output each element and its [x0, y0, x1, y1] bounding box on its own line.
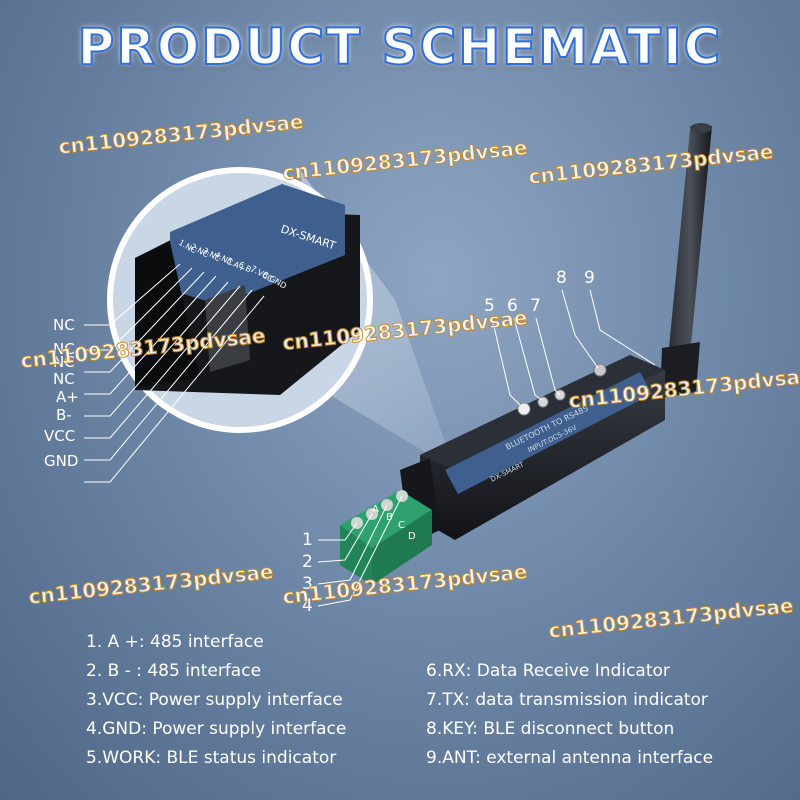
terminal-block	[340, 490, 432, 585]
legend-item-3: 3.VCC: Power supply interface	[86, 690, 343, 710]
pin-label-2: NC	[53, 340, 75, 358]
terminal-number-1: 1	[302, 530, 313, 550]
pin-label-8: GND	[44, 452, 79, 470]
zoom-circle: DX-SMART 1.NC 2.NC 3.NC 4.NC 5.A+ 6.B- 7…	[107, 167, 373, 433]
pin-label-3: NC	[53, 353, 75, 371]
legend-item-6: 6.RX: Data Receive Indicator	[426, 661, 670, 681]
terminal-letter-a: A	[372, 504, 379, 515]
pin-label-7: VCC	[44, 427, 76, 445]
pin-callout-lines	[84, 263, 265, 483]
terminal-number-2: 2	[302, 552, 313, 572]
legend-item-2: 2. B - : 485 interface	[86, 661, 262, 681]
terminal-letter-d: D	[408, 531, 416, 542]
terminal-letter-c: C	[398, 520, 405, 531]
pin-label-6: B-	[56, 406, 72, 424]
callout-number-8: 8	[556, 268, 567, 288]
legend-item-9: 9.ANT: external antenna interface	[426, 748, 714, 768]
legend-item-5: 5.WORK: BLE status indicator	[86, 748, 337, 768]
pin-label-1: NC	[53, 316, 75, 334]
legend-item-8: 8.KEY: BLE disconnect button	[426, 719, 675, 739]
terminal-letters: A B C D	[372, 504, 416, 542]
callout-number-5: 5	[484, 296, 495, 316]
pin-label-5: A+	[56, 388, 79, 406]
zoom-label-panel	[170, 184, 345, 305]
terminal-letter-b: B	[386, 512, 393, 523]
legend-item-4: 4.GND: Power supply interface	[86, 719, 347, 739]
terminal-number-3: 3	[302, 574, 313, 594]
legend-item-1: 1. A +: 485 interface	[86, 632, 264, 652]
top-callout-lines	[491, 289, 656, 406]
antenna	[660, 123, 712, 398]
terminal-callout-lines	[317, 495, 403, 607]
callout-number-6: 6	[507, 296, 518, 316]
callout-number-9: 9	[584, 268, 595, 288]
callout-number-7: 7	[530, 296, 541, 316]
pin-label-4: NC	[53, 370, 75, 388]
device-label-panel	[445, 372, 652, 494]
terminal-number-4: 4	[302, 596, 313, 616]
page-title: PRODUCT SCHEMATIC	[77, 17, 723, 77]
legend-item-7: 7.TX: data transmission indicator	[426, 690, 708, 710]
